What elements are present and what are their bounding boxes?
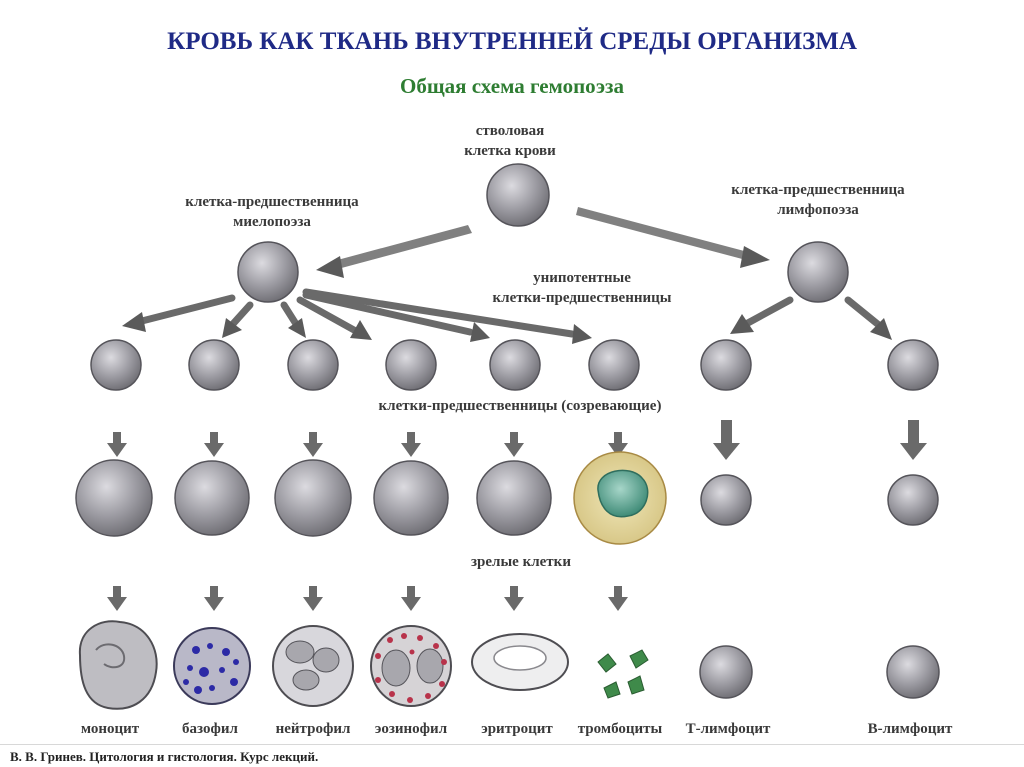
final-label-erythrocyte: эритроцит xyxy=(481,721,553,737)
final-label-t-lymphocyte: Т-лимфоцит xyxy=(686,721,771,737)
unipotent-cell xyxy=(90,339,142,391)
maturing-cells-row xyxy=(75,459,939,537)
basophil-icon xyxy=(173,627,251,705)
eosinophil-icon xyxy=(370,625,452,707)
hematopoiesis-diagram: стволовая клетка крови клетка-предшестве… xyxy=(75,123,953,737)
unipotent-cell xyxy=(188,339,240,391)
final-label-eosinophil: эозинофил xyxy=(375,721,448,737)
down-arrows-row2 xyxy=(107,586,628,611)
final-label-monocyte: моноцит xyxy=(81,721,140,737)
lymphoid-progenitor-cell xyxy=(787,241,849,303)
myeloid-label-line1: клетка-предшественница xyxy=(185,194,359,210)
lymphoid-label-line1: клетка-предшественница xyxy=(731,182,905,198)
myeloid-progenitor-cell xyxy=(237,241,299,303)
maturing-cell xyxy=(75,459,153,537)
arrow-stem-to-myeloid-head xyxy=(316,256,344,278)
neutrophil-icon xyxy=(272,625,354,707)
maturing-cell xyxy=(476,460,552,536)
stem-cell xyxy=(486,163,550,227)
stem-cell-label-line1: стволовая xyxy=(476,123,545,139)
maturing-label: клетки-предшественницы (созревающие) xyxy=(379,398,662,414)
final-label-platelets: тромбоциты xyxy=(578,721,663,737)
slide-title: КРОВЬ КАК ТКАНЬ ВНУТРЕННЕЙ СРЕДЫ ОРГАНИЗ… xyxy=(167,28,857,55)
maturing-cell xyxy=(373,460,449,536)
unipotent-cell xyxy=(887,339,939,391)
lymphoid-arrows xyxy=(730,296,892,340)
arrow-stem-to-lymphoid-head xyxy=(740,246,770,268)
megakaryocyte-icon xyxy=(573,451,667,545)
monocyte-icon xyxy=(78,620,158,710)
stem-arrows xyxy=(316,207,770,278)
unipotent-label-line2: клетки-предшественницы xyxy=(493,290,672,306)
unipotent-cell xyxy=(385,339,437,391)
footer-citation: В. В. Гринев. Цитология и гистология. Ку… xyxy=(10,749,319,764)
unipotent-cells-row xyxy=(90,339,939,391)
platelets-icon xyxy=(597,649,649,699)
arrow-stem-to-lymphoid xyxy=(576,207,748,260)
unipotent-label-line1: унипотентные xyxy=(533,270,631,286)
stem-cell-label-line2: клетка крови xyxy=(464,143,556,159)
final-label-b-lymphocyte: В-лимфоцит xyxy=(868,721,953,737)
maturing-cell xyxy=(700,474,752,526)
unipotent-cell xyxy=(588,339,640,391)
mature-label: зрелые клетки xyxy=(471,554,571,570)
maturing-cell xyxy=(887,474,939,526)
maturing-cell xyxy=(174,460,250,536)
myeloid-label-line2: миелопоэза xyxy=(233,214,311,230)
unipotent-cell xyxy=(287,339,339,391)
footer-divider xyxy=(0,744,1024,745)
erythrocyte-icon xyxy=(471,633,569,691)
arrow-stem-to-myeloid xyxy=(330,225,472,270)
lymphoid-label-line2: лимфопоэза xyxy=(777,202,859,218)
t-lymphocyte-icon xyxy=(699,645,753,699)
slide-subtitle: Общая схема гемопоэза xyxy=(400,74,624,98)
final-label-neutrophil: нейтрофил xyxy=(276,721,351,737)
unipotent-cell xyxy=(700,339,752,391)
b-lymphocyte-icon xyxy=(886,645,940,699)
down-arrows-row1 xyxy=(107,420,927,460)
final-label-basophil: базофил xyxy=(182,721,238,737)
myeloid-arrows xyxy=(122,288,592,344)
unipotent-cell xyxy=(489,339,541,391)
maturing-cell xyxy=(274,459,352,537)
